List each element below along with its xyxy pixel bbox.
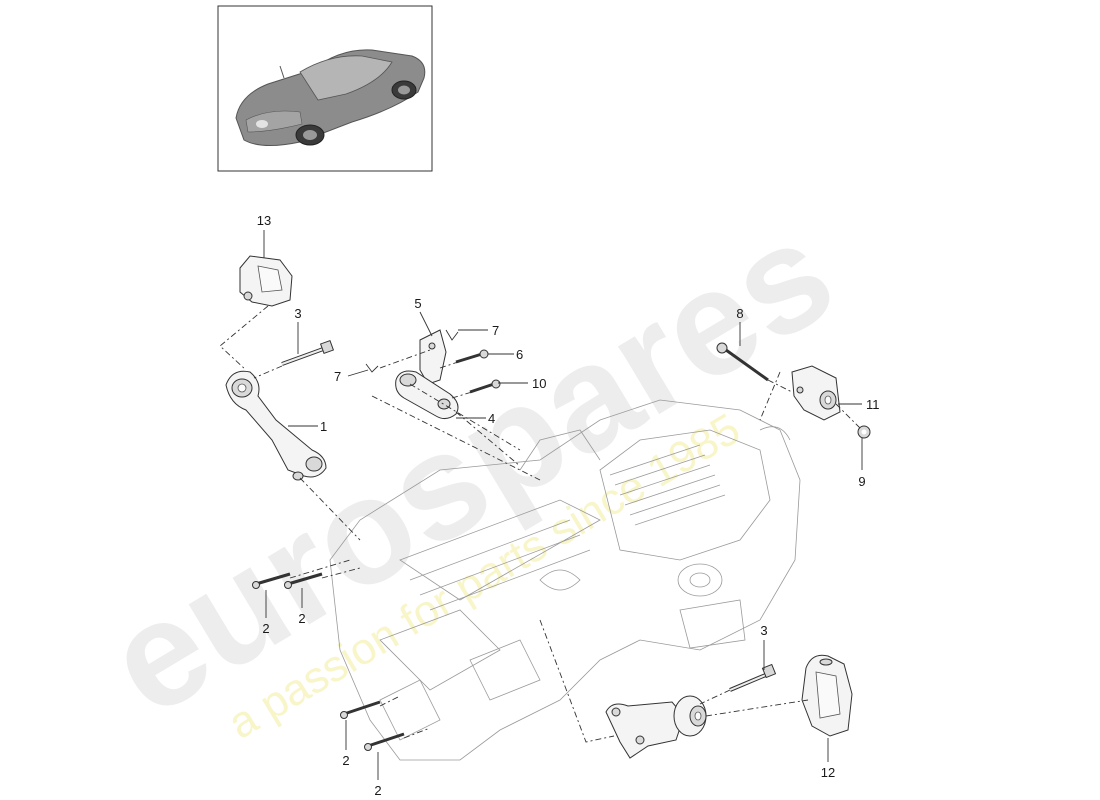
part-2-bolt-a[interactable] <box>252 572 291 589</box>
leader-lines <box>263 230 863 780</box>
part-2-bolt-d[interactable] <box>364 732 405 751</box>
callout-2-a[interactable]: 2 <box>262 621 269 636</box>
callout-3-lower[interactable]: 3 <box>760 623 767 638</box>
callout-9[interactable]: 9 <box>858 474 865 489</box>
part-7-clip-right[interactable] <box>445 329 459 341</box>
callout-labels: 13 3 1 5 7 6 7 10 4 8 11 9 2 2 3 2 2 12 <box>257 213 880 798</box>
part-3-bolt-lower[interactable] <box>729 663 777 692</box>
callout-12[interactable]: 12 <box>821 765 835 780</box>
part-2-bolt-b[interactable] <box>284 572 323 589</box>
callout-6[interactable]: 6 <box>516 347 523 362</box>
part-12-mount[interactable] <box>801 654 853 737</box>
callout-13[interactable]: 13 <box>257 213 271 228</box>
callout-2-d[interactable]: 2 <box>374 783 381 798</box>
part-1-engine-mount-link[interactable] <box>225 370 327 481</box>
callout-1[interactable]: 1 <box>320 419 327 434</box>
part-5-bracket[interactable] <box>419 329 447 385</box>
callout-8[interactable]: 8 <box>736 306 743 321</box>
callout-3-upper[interactable]: 3 <box>294 306 301 321</box>
watermark: eurospares a passion for parts since 198… <box>80 187 860 749</box>
callout-4[interactable]: 4 <box>488 411 495 426</box>
part-8-bolt[interactable] <box>716 342 769 382</box>
callout-11[interactable]: 11 <box>866 397 880 412</box>
part-10-bolt[interactable] <box>469 379 501 394</box>
car-illustration <box>235 49 426 146</box>
callout-5[interactable]: 5 <box>414 296 421 311</box>
part-2-bolt-c[interactable] <box>340 700 381 719</box>
part-lower-bracket[interactable] <box>605 701 685 759</box>
part-7-clip-left[interactable] <box>365 363 379 373</box>
assembly-lines <box>219 305 861 743</box>
part-9-nut[interactable] <box>857 425 871 439</box>
engine-transmission-assembly <box>329 399 801 761</box>
part-11-mount[interactable] <box>791 365 841 421</box>
callout-7-right[interactable]: 7 <box>492 323 499 338</box>
callout-7-left[interactable]: 7 <box>334 369 341 384</box>
part-3-bolt-upper[interactable] <box>281 339 335 366</box>
callout-2-c[interactable]: 2 <box>342 753 349 768</box>
callout-2-b[interactable]: 2 <box>298 611 305 626</box>
vehicle-thumbnail <box>217 5 433 172</box>
part-13-mount-bracket[interactable] <box>239 255 293 307</box>
callout-10[interactable]: 10 <box>532 376 546 391</box>
part-lower-bushing[interactable] <box>673 695 707 737</box>
